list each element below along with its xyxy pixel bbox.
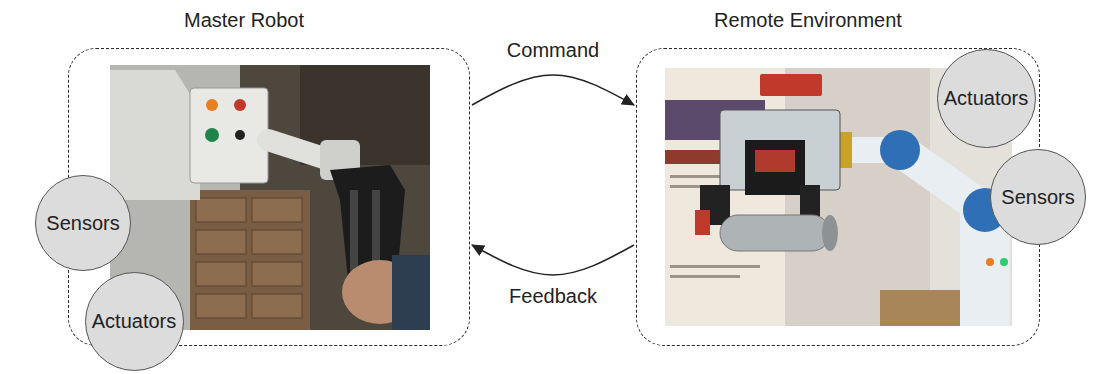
finger-pad [695, 210, 710, 235]
component-label: Actuators [92, 310, 176, 333]
black-button [235, 130, 245, 140]
drawer [196, 198, 246, 222]
drawer [196, 230, 246, 254]
pipe-end [822, 215, 838, 251]
component-circle: Sensors [990, 149, 1086, 245]
robot-base [110, 70, 200, 200]
system-box: Remote EnvironmentActuatorsSensors [636, 48, 1040, 346]
pipe [720, 215, 830, 251]
drawer [252, 262, 302, 286]
arrow-label: Command [504, 39, 602, 62]
drawer [252, 230, 302, 254]
component-label: Sensors [1001, 186, 1074, 209]
poster [665, 68, 785, 326]
flow-arrow [472, 245, 634, 275]
component-circle: Actuators [937, 49, 1036, 148]
control-box [190, 88, 268, 183]
orange-button [206, 99, 218, 111]
box-title: Remote Environment [714, 9, 902, 32]
box-title: Master Robot [184, 9, 304, 32]
servo [745, 140, 805, 195]
finger-bar [350, 190, 358, 280]
arrow-label: Feedback [506, 285, 600, 308]
drawer [252, 294, 302, 318]
poster-line [670, 275, 740, 278]
drawer-cabinet [190, 190, 310, 330]
system-box: Master RobotSensorsActuators [68, 48, 470, 346]
green-button [205, 128, 219, 142]
red-button [234, 99, 246, 111]
component-circle: Actuators [85, 272, 184, 371]
drawer [196, 262, 246, 286]
poster-line [670, 265, 760, 268]
drawer [196, 294, 246, 318]
status-light [1000, 258, 1008, 266]
logo-plate [760, 74, 822, 96]
component-label: Sensors [46, 212, 119, 235]
drawer [252, 198, 302, 222]
elbow-joint [880, 130, 920, 170]
operator-sleeve [392, 255, 430, 330]
flow-arrow [472, 75, 634, 105]
component-circle: Sensors [35, 175, 131, 271]
component-label: Actuators [944, 87, 1028, 110]
status-light [986, 258, 994, 266]
servo-sticker [755, 150, 795, 172]
